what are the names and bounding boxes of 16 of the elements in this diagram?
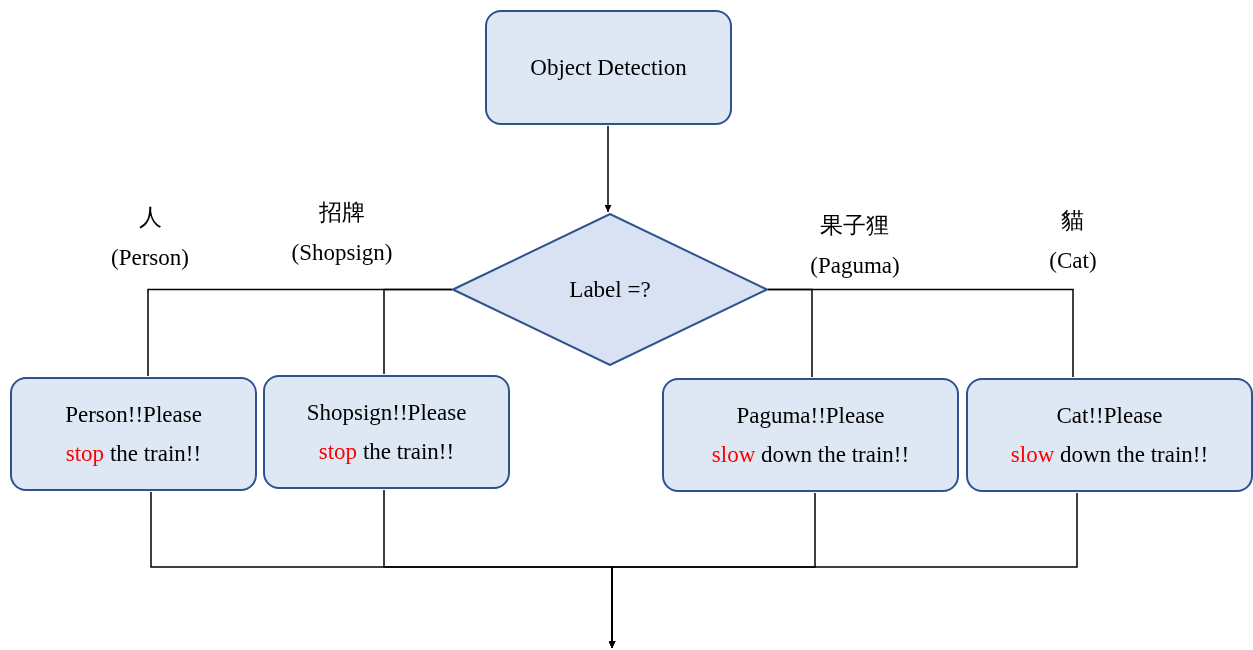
message-box bbox=[263, 375, 510, 489]
connector-line bbox=[383, 288, 453, 375]
arrow bbox=[604, 125, 612, 213]
arrow bbox=[608, 492, 1078, 649]
box-text: Paguma!!Please slow down the train!! bbox=[711, 401, 910, 469]
box-text: Person!!Please stop the train!! bbox=[65, 400, 202, 468]
box-text: Object Detection bbox=[530, 53, 687, 82]
box-text: Shopsign!!Please stop the train!! bbox=[306, 398, 467, 466]
message-box bbox=[10, 377, 257, 491]
decision-diamond bbox=[452, 213, 768, 366]
box-text: Cat!!Please slow down the train!! bbox=[1010, 401, 1209, 469]
message-box bbox=[966, 378, 1253, 492]
message-box bbox=[662, 378, 959, 492]
connector-line bbox=[767, 288, 1074, 378]
diamond-label: Label =? bbox=[569, 276, 651, 303]
process-box bbox=[485, 10, 732, 125]
